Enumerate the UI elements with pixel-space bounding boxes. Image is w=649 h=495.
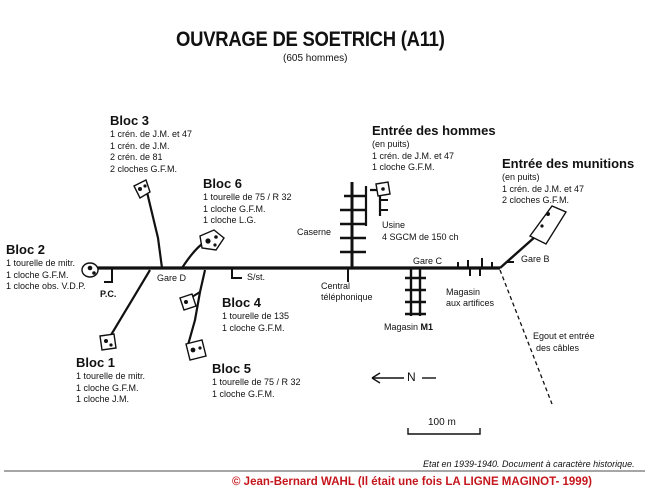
bloc1-title: Bloc 1: [76, 355, 116, 370]
entree-hommes-line: 1 cloche G.F.M.: [372, 162, 435, 173]
gallery-bloc4-5: [186, 269, 207, 346]
bloc1-line: 1 cloche G.F.M.: [76, 382, 139, 393]
magasin-artifices-label: Magasin: [446, 287, 481, 297]
gare-c-marks: [457, 258, 493, 276]
entree-munitions-label: Entrée des munitions (en puits) 1 crén. …: [502, 156, 635, 207]
entree-hommes-label: Entrée des hommes (en puits) 1 crén. de …: [372, 123, 496, 174]
bloc6-line: 1 tourelle de 75 / R 32: [203, 191, 292, 202]
gallery-bloc1: [107, 269, 151, 341]
bloc4-line: 1 cloche G.F.M.: [222, 322, 285, 333]
bloc1-label: Bloc 1 1 tourelle de mitr. 1 cloche G.F.…: [76, 355, 146, 406]
caserne-complex: [340, 182, 388, 268]
bloc6-line: 1 cloche L.G.: [203, 215, 257, 226]
bloc2-line: 1 cloche obs. V.D.P.: [6, 281, 86, 292]
north-label: N: [407, 370, 416, 384]
gallery-bloc3: [144, 187, 164, 269]
magasin-m1-word: Magasin: [384, 322, 419, 332]
bloc3-line: 1 crén. de J.M. et 47: [110, 128, 193, 139]
bloc2-line: 1 cloche G.F.M.: [6, 269, 69, 280]
bloc4-title: Bloc 4: [222, 295, 262, 310]
bloc2-line: 1 tourelle de mitr.: [6, 257, 76, 268]
scale-bar: [407, 428, 481, 435]
entree-munitions-line: 2 cloches G.F.M.: [502, 195, 570, 206]
bloc4-line: 1 tourelle de 135: [222, 310, 290, 321]
bloc5-line: 1 cloche G.F.M.: [212, 388, 275, 399]
sst-label: S/st.: [247, 272, 266, 282]
magasin-artifices-label-2: aux artifices: [446, 298, 495, 308]
bloc1-symbol: [99, 333, 117, 351]
entree-hommes-line: 1 crén. de J.M. et 47: [372, 150, 455, 161]
bloc3-line: 1 crén. de J.M.: [110, 140, 170, 151]
pc-label: P.C.: [100, 289, 117, 299]
sst-stub: [231, 268, 242, 279]
gare-d-label: Gare D: [157, 273, 187, 283]
telephonique-label: téléphonique: [321, 292, 373, 302]
usine-label: Usine: [382, 220, 406, 230]
magasin-m1-symbol: [405, 268, 426, 316]
bloc3-line: 2 cloches G.F.M.: [110, 164, 178, 174]
bloc6-label: Bloc 6 1 tourelle de 75 / R 32 1 cloche …: [203, 176, 292, 227]
egout-label: Egout et entrée: [533, 331, 595, 341]
entree-hommes-title: Entrée des hommes: [372, 123, 496, 138]
bloc2-label: Bloc 2 1 tourelle de mitr. 1 cloche G.F.…: [6, 242, 86, 293]
entree-munitions-line: (en puits): [502, 171, 540, 182]
scale-label: 100 m: [428, 417, 456, 428]
pc-stub: [104, 268, 113, 283]
bloc5-label: Bloc 5 1 tourelle de 75 / R 32 1 cloche …: [212, 361, 301, 400]
bloc4-label: Bloc 4 1 tourelle de 135 1 cloche G.F.M.: [222, 295, 290, 334]
bloc6-line: 1 cloche G.F.M.: [203, 203, 266, 214]
copyright-notice: © Jean-Bernard WAHL (Il était une fois L…: [232, 476, 592, 488]
caserne-label: Caserne: [297, 227, 332, 237]
egout-line: [499, 269, 553, 405]
bloc5-symbol: [185, 339, 207, 361]
bloc6-symbol: [199, 229, 225, 251]
magasin-m1-label: Magasin M1: [384, 322, 433, 332]
gare-c-label: Gare C: [413, 256, 443, 266]
sgcm-label: 4 SGCM de 150 ch: [382, 232, 459, 242]
entree-hommes-line: (en puits): [372, 138, 410, 149]
bloc4-symbol: [179, 293, 197, 311]
central-label: Central: [321, 281, 351, 291]
bloc6-title: Bloc 6: [203, 176, 243, 191]
m1-code: M1: [420, 322, 434, 332]
bloc3-title: Bloc 3: [110, 113, 150, 128]
subtitle: (605 hommes): [283, 53, 348, 64]
gare-b-label: Gare B: [521, 254, 550, 264]
bloc1-line: 1 cloche J.M.: [76, 394, 130, 405]
bloc2-title: Bloc 2: [6, 242, 46, 257]
footer-note: Etat en 1939-1940. Document à caractère …: [423, 459, 635, 469]
page-title: OUVRAGE DE SOETRICH (A11): [176, 28, 445, 51]
bloc3-line: 2 crén. de 81: [110, 152, 163, 163]
entree-munitions-title: Entrée des munitions: [502, 156, 635, 171]
north-arrow: [371, 372, 436, 384]
bloc2-symbol: [81, 262, 99, 278]
bloc1-line: 1 tourelle de mitr.: [76, 370, 146, 381]
bloc5-line: 1 tourelle de 75 / R 32: [212, 376, 301, 387]
bloc3-symbol: [133, 179, 151, 199]
entree-munitions-symbol: [528, 205, 568, 245]
bloc3-label: Bloc 3 1 crén. de J.M. et 47 1 crén. de …: [110, 113, 193, 176]
entree-hommes-symbol: [375, 181, 391, 197]
bloc5-title: Bloc 5: [212, 361, 252, 376]
egout-label-2: des câbles: [536, 343, 580, 353]
entree-munitions-line: 1 crén. de J.M. et 47: [502, 183, 585, 194]
